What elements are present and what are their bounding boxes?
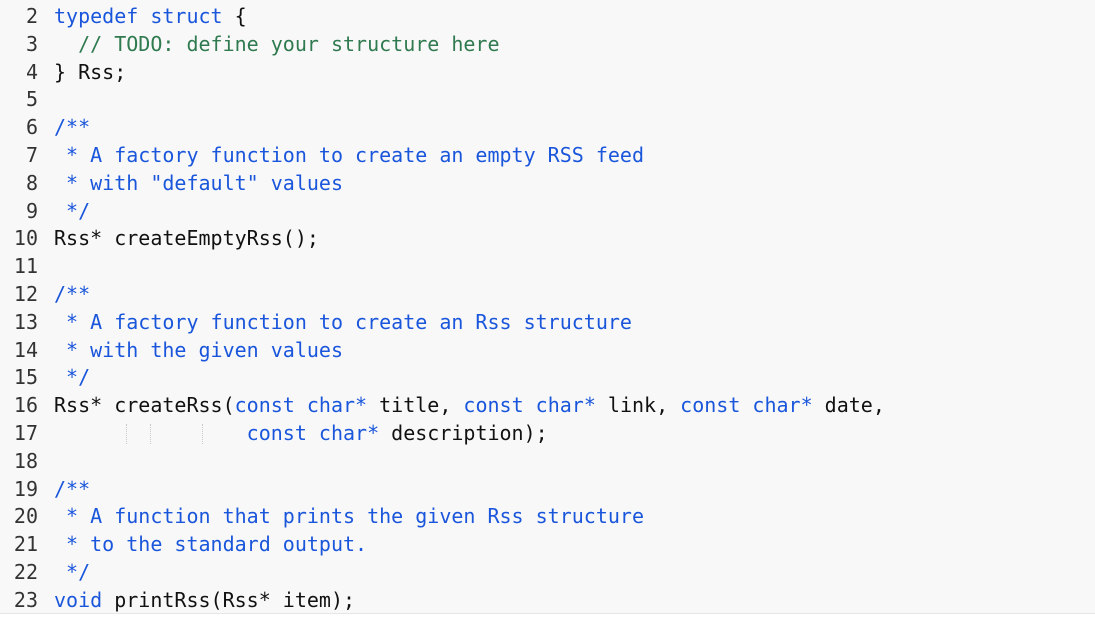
code-line[interactable]: 18 [0,448,1095,476]
line-content: * with the given values [54,337,343,365]
code-token-plain: date, [812,393,885,418]
line-content: */ [54,559,90,587]
line-content: /** [54,476,90,504]
line-number: 2 [25,4,38,28]
line-number: 4 [25,59,38,84]
code-token-doc: /** [54,281,91,306]
line-content: // TODO: define your structure here [54,31,500,59]
line-number: 18 [13,448,38,473]
line-number: 14 [13,337,38,362]
line-content: Rss* createRss(const char* title, const … [54,392,885,420]
code-token-doc: */ [54,559,91,584]
line-number: 21 [13,532,38,557]
code-line[interactable]: 23 void printRss(Rss* item); [0,587,1095,615]
line-number: 19 [13,476,38,501]
line-content: /** [54,114,90,142]
line-number: 16 [13,393,38,418]
code-line[interactable]: 8 * with "default" values [0,170,1095,198]
code-token-plain: } Rss; [54,59,127,84]
code-token-doc: * A factory function to create an Rss st… [54,309,632,334]
line-content: * A function that prints the given Rss s… [54,503,644,531]
code-token-keyword: const char* [680,393,813,418]
code-line[interactable]: 11 [0,253,1095,281]
code-token-doc: * to the standard output. [54,532,368,557]
indent-guide [126,423,127,444]
line-content: } Rss; [54,59,126,87]
code-line[interactable]: 21 * to the standard output. [0,531,1095,559]
code-line[interactable]: 17 const char* description); [0,420,1095,448]
code-line[interactable]: 15 */ [0,364,1095,392]
code-token-comment: // TODO: define your structure here [54,31,500,56]
line-content: typedef struct { [54,3,247,31]
line-number: 10 [13,226,38,251]
code-token-doc: /** [54,115,91,140]
indent-guide [202,423,203,444]
code-line[interactable]: 19 /** [0,476,1095,504]
line-number: 11 [13,254,38,279]
line-number: 13 [13,309,38,334]
code-line[interactable]: 10 Rss* createEmptyRss(); [0,225,1095,253]
code-token-plain: Rss* createEmptyRss(); [54,226,319,251]
code-token-doc: * with the given values [54,337,343,362]
code-token-doc: */ [54,365,91,390]
line-number: 12 [13,281,38,306]
code-line[interactable]: 3 // TODO: define your structure here [0,31,1095,59]
code-line[interactable]: 13 * A factory function to create an Rss… [0,309,1095,337]
code-token-plain: title, [367,393,464,418]
line-content: * with "default" values [54,170,343,198]
code-token-doc: * A factory function to create an empty … [54,142,645,167]
code-token-keyword: typedef struct [54,4,223,28]
code-token-keyword: const char* [463,393,596,418]
line-number: 3 [25,31,38,56]
code-token-plain: link, [595,393,681,418]
code-token-plain: Rss* createRss( [54,393,235,418]
line-number: 17 [13,420,38,445]
line-content: * A factory function to create an empty … [54,142,644,170]
code-token-plain: printRss(Rss* item); [102,587,356,612]
code-token-plain: { [222,4,247,28]
line-content: /** [54,281,90,309]
code-token-doc: * with "default" values [54,170,343,195]
line-number: 22 [13,559,38,584]
line-number: 20 [13,504,38,529]
code-line[interactable]: 5 [0,86,1095,114]
code-token-doc: /** [54,476,91,501]
code-token-plain: description); [379,420,548,445]
code-line[interactable]: 20 * A function that prints the given Rs… [0,503,1095,531]
code-line[interactable]: 2 typedef struct { [0,3,1095,31]
code-token-doc: * A function that prints the given Rss s… [54,504,645,529]
code-line[interactable]: 14 * with the given values [0,337,1095,365]
line-content: */ [54,364,90,392]
code-token-keyword: const char* [246,420,380,445]
code-line[interactable]: 22 */ [0,559,1095,587]
code-token-keyword: const char* [234,393,368,418]
line-number: 23 [13,587,38,612]
line-content: */ [54,198,90,226]
line-number: 6 [25,115,38,140]
line-content: * A factory function to create an Rss st… [54,309,632,337]
line-content: * to the standard output. [54,531,367,559]
code-line[interactable]: 4 } Rss; [0,59,1095,87]
code-line[interactable]: 7 * A factory function to create an empt… [0,142,1095,170]
line-number: 15 [13,365,38,390]
code-line[interactable]: 12 /** [0,281,1095,309]
line-content: Rss* createEmptyRss(); [54,225,319,253]
line-number: 7 [25,142,38,167]
line-number: 8 [25,170,38,195]
line-number: 5 [25,87,38,112]
code-line[interactable]: 9 */ [0,198,1095,226]
indent-guide [150,423,151,444]
code-token-keyword: void [54,587,103,612]
line-content: void printRss(Rss* item); [54,587,355,615]
line-number: 9 [25,198,38,223]
code-token-doc: */ [54,198,91,223]
code-line[interactable]: 6 /** [0,114,1095,142]
line-content: const char* description); [54,420,548,448]
